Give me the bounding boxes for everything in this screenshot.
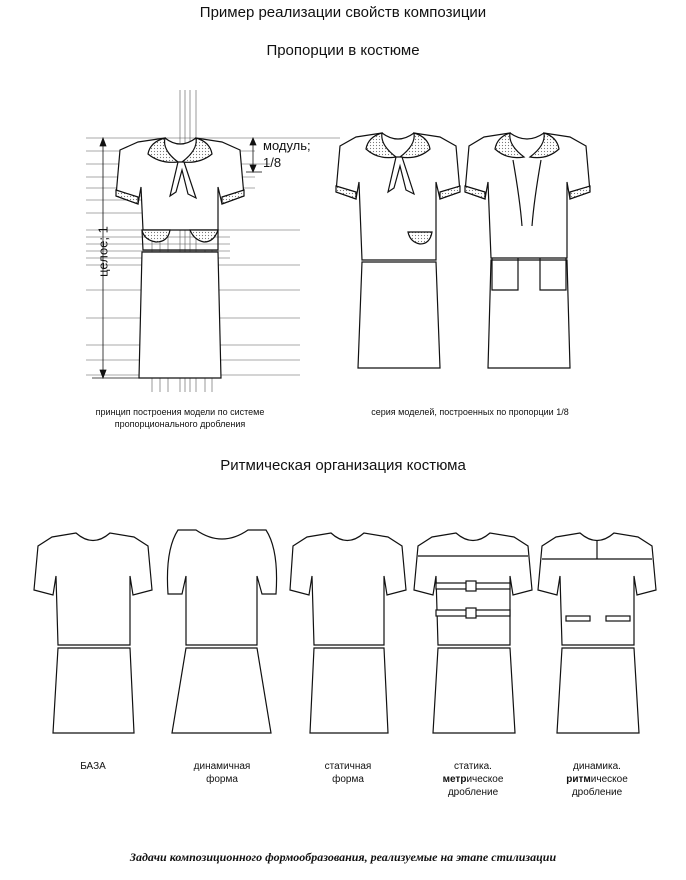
caption-series-models: серия моделей, построенных по пропорции … [371,407,569,417]
label-metric-line1: статика. [454,761,492,772]
caption-grid-model-line2: пропорционального дробления [114,419,246,429]
module-value: 1/8 [263,155,282,170]
costume-metric-division [413,532,533,734]
label-dynamic-form-line2: форма [206,774,238,785]
label-rhythm-bold: ритм [566,774,591,785]
page-title: Пример реализации свойств композиции [199,4,487,21]
dimension-arrows [92,136,262,380]
costume-static-form [289,532,407,734]
costume-dynamic-form [166,529,278,734]
label-rhythm-rest: ическое [590,774,628,785]
label-static-form-line2: форма [332,774,364,785]
module-label: модуль; [263,138,311,153]
whole-label: целое; 1 [95,226,111,277]
section-heading-rhythm: Ритмическая организация костюма [220,457,466,474]
label-metric-line3: дробление [447,787,499,798]
label-dynamic-form-line1: динамичная [193,761,251,772]
section-heading-proportions: Пропорции в костюме [266,42,420,59]
label-rhythm-line1: динамика. [573,761,621,772]
costume-base [33,532,153,734]
footer-caption: Задачи композиционного формообразования,… [129,850,557,864]
label-metric-rest: ическое [466,774,504,785]
label-base: БАЗА [80,761,106,772]
label-rhythm-line2: ритмическое [547,773,647,786]
caption-grid-model-line1: принцип построения модели по системе [95,407,265,417]
label-static-form-line1: статичная [324,761,372,772]
costume-series-model-b [464,132,591,369]
label-metric-bold: метр [442,774,467,785]
costume-series-model-a [335,132,461,369]
costume-grid-model [115,137,245,379]
label-metric-line2: метрическое [423,773,523,786]
costume-rhythmic-division [537,532,657,734]
label-rhythm-line3: дробление [571,787,623,798]
